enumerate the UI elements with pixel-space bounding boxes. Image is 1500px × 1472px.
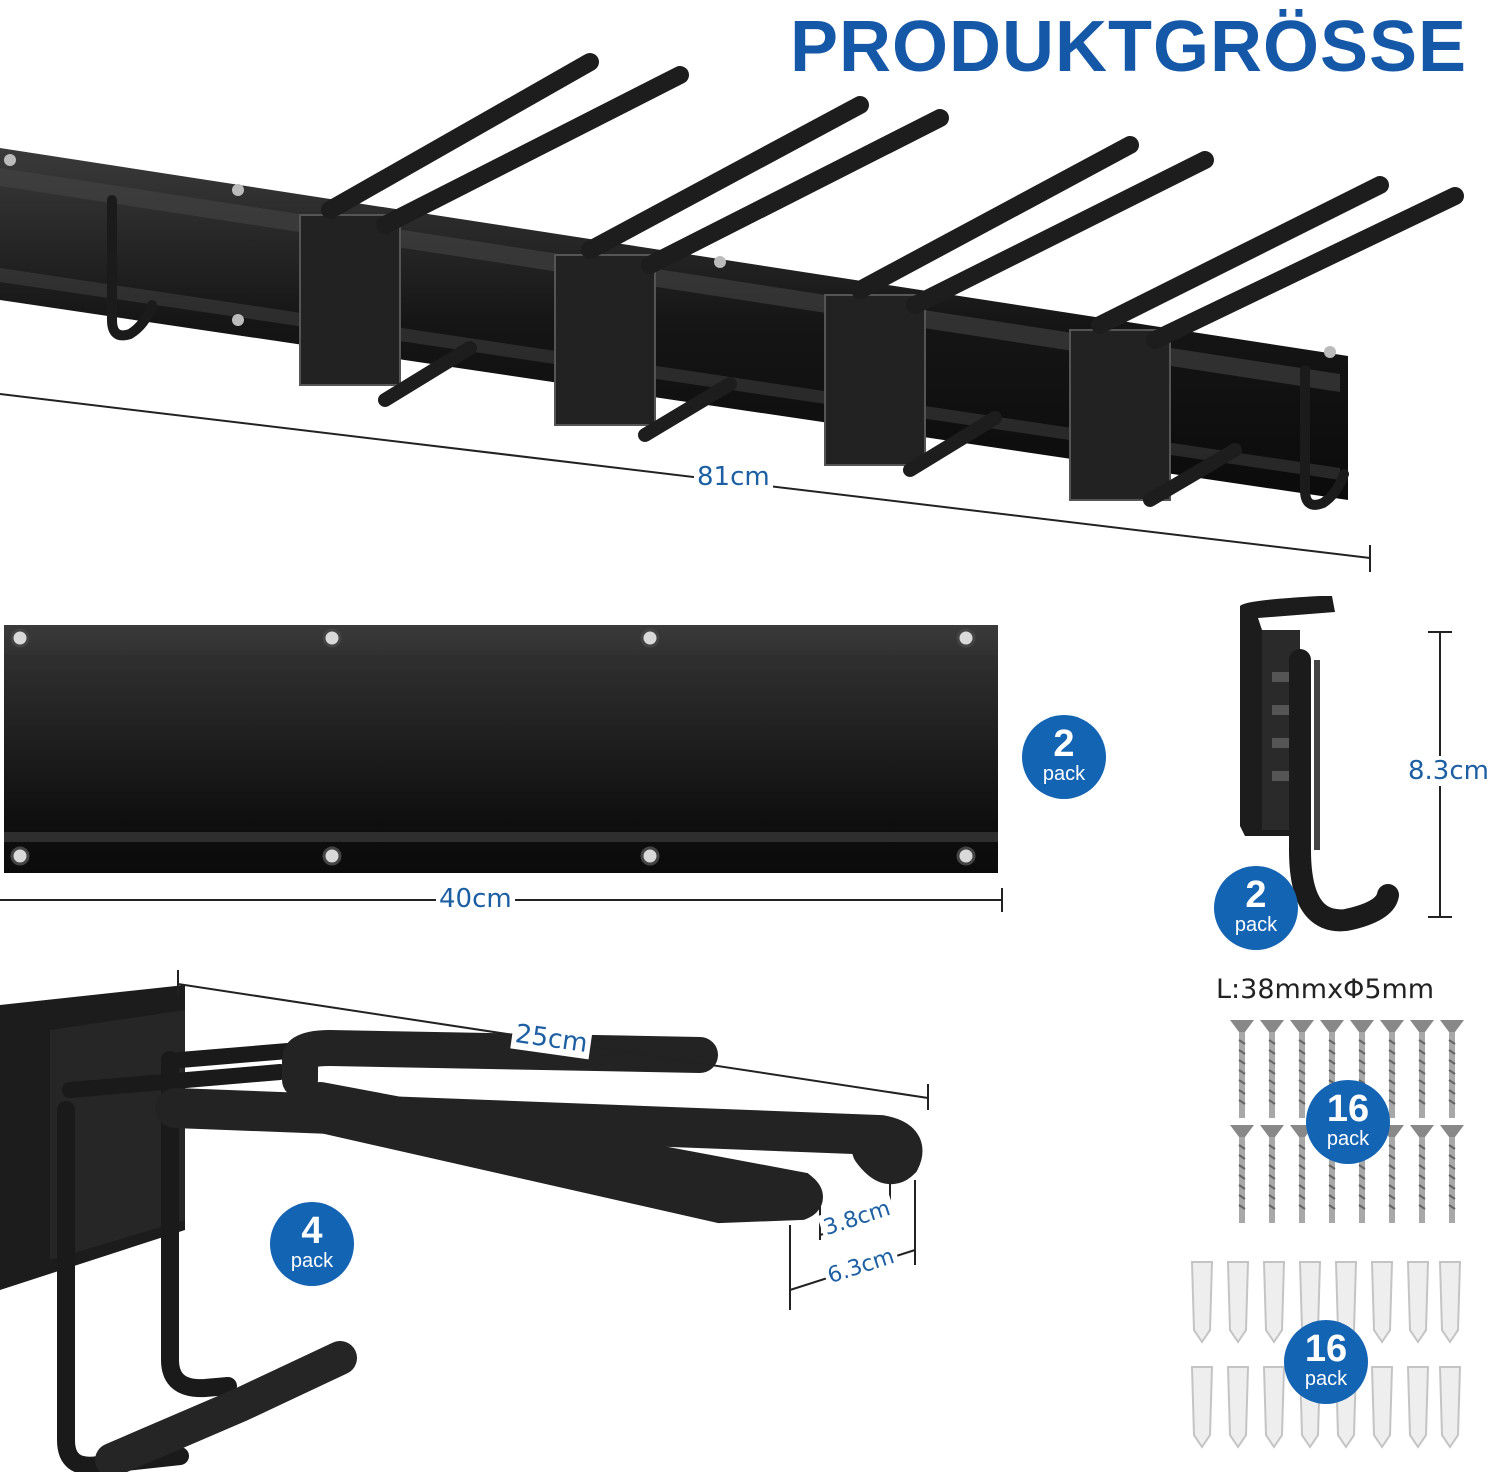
dimension-line-81cm	[0, 393, 1371, 572]
badge-screws-unit: pack	[1326, 1128, 1370, 1150]
badge-anchors-count: 16	[1304, 1328, 1348, 1370]
rail-with-hooks	[0, 53, 1464, 510]
badge-rails-unit: pack	[1042, 763, 1086, 785]
badge-long-hooks-unit: pack	[290, 1250, 334, 1272]
page-title: PRODUKTGRÖSSE	[790, 7, 1468, 87]
badge-rails-count: 2	[1053, 723, 1075, 765]
rail	[4, 625, 998, 873]
screw-spec-label: L:38mmxΦ5mm	[1216, 974, 1435, 1005]
label-full-rail-length: 81cm	[694, 462, 773, 492]
badge-long-hooks: 4 pack	[270, 1202, 354, 1286]
long-double-hook	[0, 985, 923, 1472]
badge-screws-count: 16	[1326, 1088, 1370, 1130]
small-hook	[1240, 596, 1399, 932]
badge-screws: 16 pack	[1306, 1080, 1390, 1164]
wall-anchor-icon	[1190, 1261, 1462, 1448]
label-single-rail-length: 40cm	[436, 884, 515, 914]
badge-small-hooks: 2 pack	[1214, 866, 1298, 950]
badge-long-hooks-count: 4	[301, 1210, 323, 1252]
badge-anchors: 16 pack	[1284, 1320, 1368, 1404]
badge-small-hooks-unit: pack	[1234, 914, 1278, 936]
badge-rails: 2 pack	[1022, 715, 1106, 799]
badge-small-hooks-count: 2	[1245, 874, 1267, 916]
badge-anchors-unit: pack	[1304, 1368, 1348, 1390]
label-small-hook-height: 8.3cm	[1405, 756, 1492, 786]
screw-icon	[1229, 1020, 1465, 1224]
